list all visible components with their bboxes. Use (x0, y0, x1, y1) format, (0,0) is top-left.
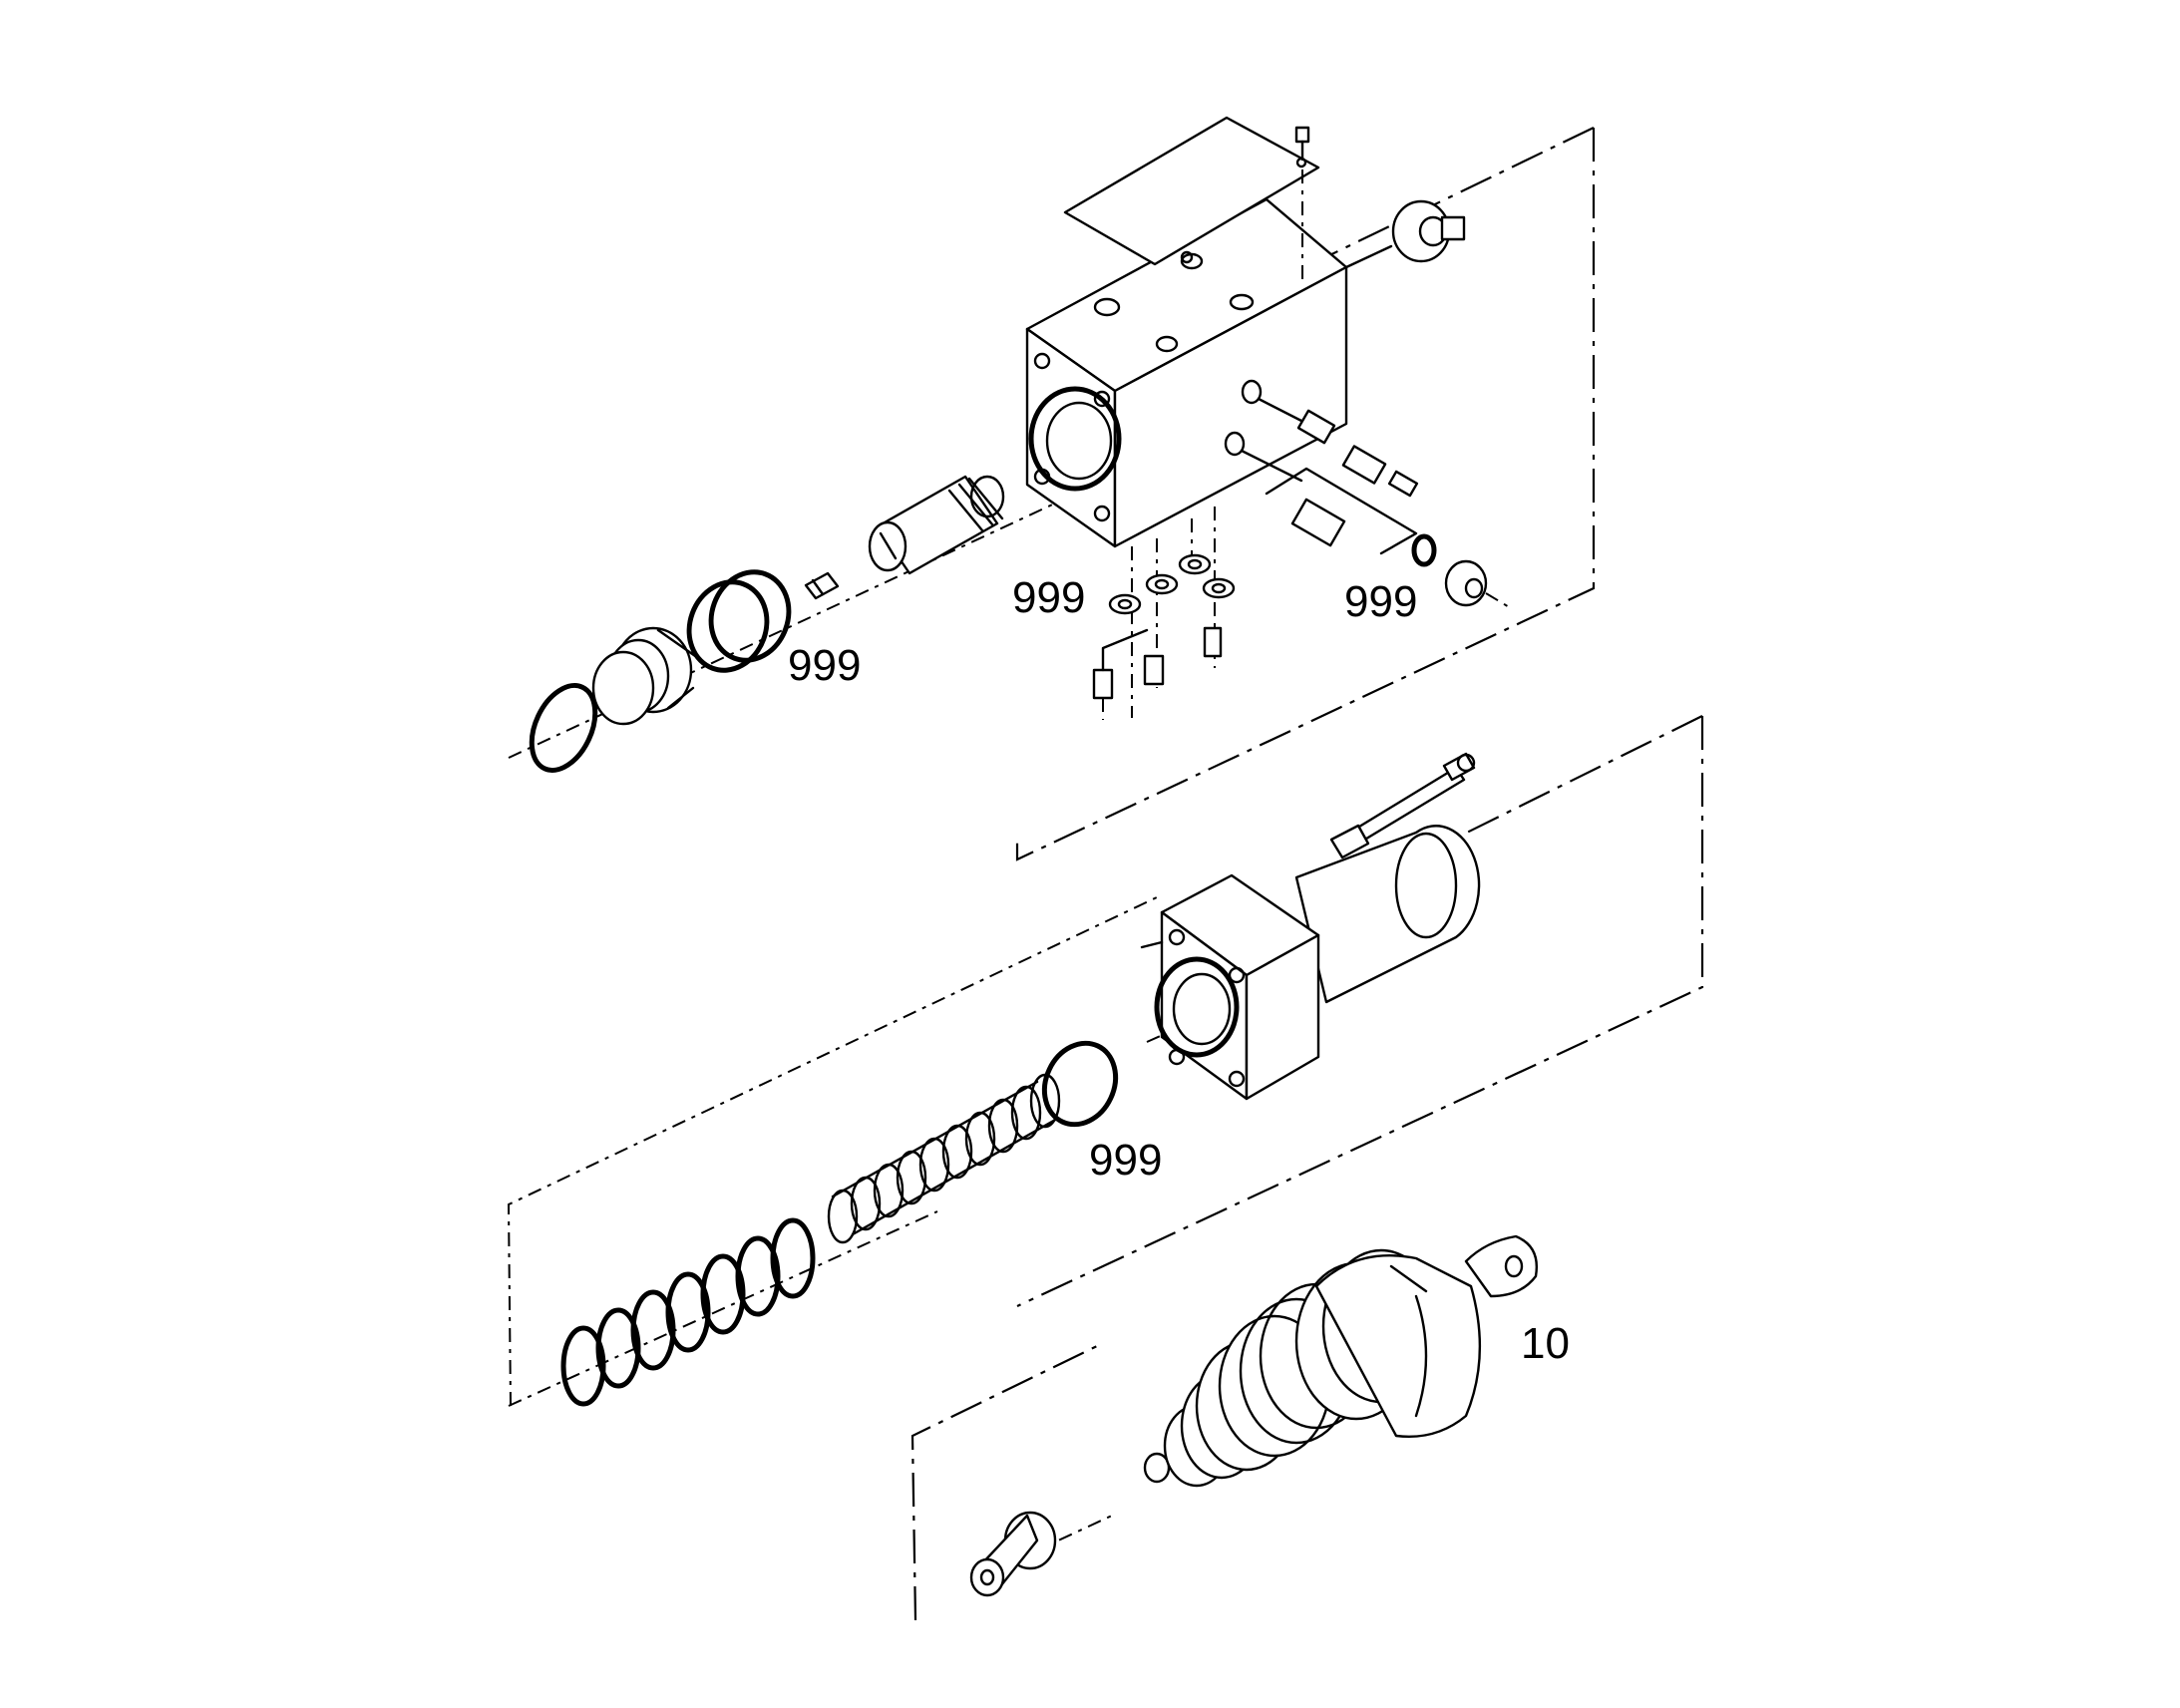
end-cap-top-right (1344, 199, 1466, 269)
inner-spring (827, 1073, 1061, 1244)
outer-spring (560, 1217, 816, 1407)
bottom-plugs (1092, 507, 1236, 720)
middle-group-boundary (507, 715, 1704, 1407)
small-nut (804, 571, 840, 600)
callout-999-solenoid-oring: 999 (1089, 1136, 1162, 1185)
valve-block (1025, 197, 1348, 548)
cover-plate (1063, 116, 1320, 266)
oring-left (529, 683, 598, 773)
side-valve-cartridge (1240, 397, 1512, 609)
callout-999-spool-seal: 999 (788, 641, 861, 690)
long-bolt (1329, 752, 1476, 859)
cover-screw (1294, 126, 1310, 279)
lower-group-boundary (910, 1345, 1113, 1621)
threaded-plug-left (591, 626, 700, 726)
callout-999-bottom-plugs: 999 (1012, 573, 1085, 622)
solenoid-oring (1041, 1040, 1119, 1128)
callout-999-side-valve: 999 (1344, 577, 1417, 626)
plunger-pin (969, 1511, 1057, 1597)
main-spool (868, 475, 1005, 575)
handwheel-adjuster (1143, 1234, 1538, 1488)
seal-rings-pair (686, 569, 792, 673)
callout-10-handwheel: 10 (1521, 1319, 1570, 1368)
solenoid-housing (1140, 825, 1481, 1101)
